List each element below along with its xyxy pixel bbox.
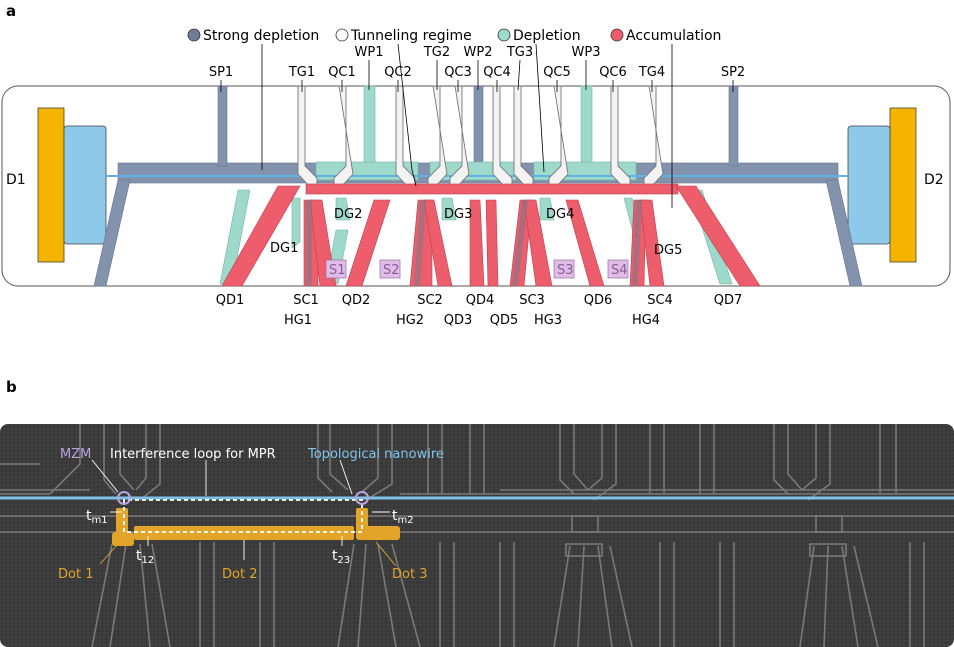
label-dg5: DG5 xyxy=(654,243,682,258)
dot-2-shape xyxy=(134,526,354,540)
sem-gate-structure xyxy=(0,424,954,647)
t12-label: t12 xyxy=(136,548,154,566)
drain-contact-d1 xyxy=(37,107,107,263)
label-hg3: HG3 xyxy=(534,313,562,328)
device-schematic: Strong depletion Tunneling regime Deplet… xyxy=(1,28,951,328)
legend-label-accumulation: Accumulation xyxy=(626,28,721,44)
label-sc3: SC3 xyxy=(519,293,545,308)
sensor-label-s2: S2 xyxy=(383,263,400,278)
tunneling-gates xyxy=(297,85,664,189)
label-wp2: WP2 xyxy=(464,45,493,60)
label-qc6: QC6 xyxy=(599,65,627,80)
panel-letter-a: a xyxy=(6,2,17,20)
legend-swatch-depletion xyxy=(497,28,511,42)
label-sp2: SP2 xyxy=(721,65,745,80)
label-tg1: TG1 xyxy=(288,65,315,80)
label-sp1: SP1 xyxy=(209,65,233,80)
label-wp3: WP3 xyxy=(572,45,601,60)
dot-3-label: Dot 3 xyxy=(392,567,427,582)
sensor-box-s1 xyxy=(325,259,347,279)
label-qd7: QD7 xyxy=(714,293,743,308)
legend: Strong depletion Tunneling regime Deplet… xyxy=(187,28,721,44)
label-dg1: DG1 xyxy=(270,241,298,256)
label-qd1: QD1 xyxy=(216,293,245,308)
sem-background xyxy=(0,424,954,647)
sensor-box-s4 xyxy=(607,259,629,279)
label-d2: D2 xyxy=(924,172,944,188)
panel-letter-b: b xyxy=(6,378,17,396)
label-tg4: TG4 xyxy=(638,65,665,80)
legend-label-tunneling: Tunneling regime xyxy=(350,28,472,44)
legend-label-strong-depletion: Strong depletion xyxy=(203,28,319,44)
label-tg3: TG3 xyxy=(506,45,533,60)
label-hg1: HG1 xyxy=(284,313,312,328)
dot-2-label: Dot 2 xyxy=(222,567,257,582)
label-qc1: QC1 xyxy=(328,65,356,80)
label-wp1: WP1 xyxy=(355,45,384,60)
sc-gate-overlays xyxy=(306,200,642,286)
interference-loop-label: Interference loop for MPR xyxy=(110,447,276,462)
legend-leader-lines xyxy=(261,43,673,208)
label-qc5: QC5 xyxy=(543,65,571,80)
mzm-circle-right xyxy=(355,491,369,505)
label-d1: D1 xyxy=(6,172,26,188)
sensor-box-s3 xyxy=(553,259,575,279)
legend-swatch-strong-depletion xyxy=(187,28,201,42)
tm2-label: tm2 xyxy=(392,508,414,526)
label-qc4: QC4 xyxy=(483,65,511,80)
mzm-circle-left xyxy=(117,491,131,505)
mzm-label: MZM xyxy=(60,447,91,462)
top-gate-labels: SP1 TG1 QC1 WP1 QC2 TG2 QC3 WP2 QC4 TG3 … xyxy=(209,45,745,80)
label-dg2: DG2 xyxy=(334,207,362,222)
label-qd5: QD5 xyxy=(490,313,519,328)
nanowire-label: Topological nanowire xyxy=(307,447,444,462)
label-qd6: QD6 xyxy=(584,293,613,308)
top-label-ticks xyxy=(220,59,734,92)
label-qd3: QD3 xyxy=(444,313,473,328)
label-dg3: DG3 xyxy=(444,207,472,222)
dot-1-shape xyxy=(116,508,128,536)
legend-label-depletion: Depletion xyxy=(513,28,581,44)
tm1-label: tm1 xyxy=(86,508,108,526)
sem-image: MZM Interference loop for MPR Topologica… xyxy=(0,424,954,647)
legend-swatch-accumulation xyxy=(610,28,624,42)
sensor-label-s4: S4 xyxy=(611,263,628,278)
dot-1-base xyxy=(112,532,134,546)
quantum-dots xyxy=(112,508,400,546)
sensor-label-s3: S3 xyxy=(557,263,574,278)
label-hg4: HG4 xyxy=(632,313,660,328)
dot-1-label: Dot 1 xyxy=(58,567,93,582)
drain-contact-d2 xyxy=(847,107,917,263)
interference-loop-path xyxy=(123,499,363,533)
label-tg2: TG2 xyxy=(423,45,450,60)
legend-swatch-tunneling xyxy=(335,28,349,42)
dot-3-base xyxy=(356,526,400,540)
label-qd2: QD2 xyxy=(342,293,371,308)
label-dg4: DG4 xyxy=(546,207,574,222)
dot-label-leaders xyxy=(99,541,397,567)
label-qc2: QC2 xyxy=(384,65,412,80)
sensor-label-s1: S1 xyxy=(329,263,346,278)
t23-label: t23 xyxy=(332,548,350,566)
bottom-gate-labels: QD1 SC1 HG1 QD2 HG2 SC2 QD3 QD4 QD5 SC3 … xyxy=(216,293,743,328)
label-sc1: SC1 xyxy=(293,293,319,308)
label-qd4: QD4 xyxy=(466,293,495,308)
label-sc2: SC2 xyxy=(417,293,443,308)
label-hg2: HG2 xyxy=(396,313,424,328)
label-sc4: SC4 xyxy=(647,293,673,308)
annotation-arrows xyxy=(91,459,390,560)
sensor-box-s2 xyxy=(379,259,401,279)
sensor-labels: S1 S2 S3 S4 xyxy=(325,259,629,279)
mid-gate-labels: DG2 DG3 DG4 DG1 DG5 xyxy=(270,207,682,258)
label-qc3: QC3 xyxy=(444,65,472,80)
